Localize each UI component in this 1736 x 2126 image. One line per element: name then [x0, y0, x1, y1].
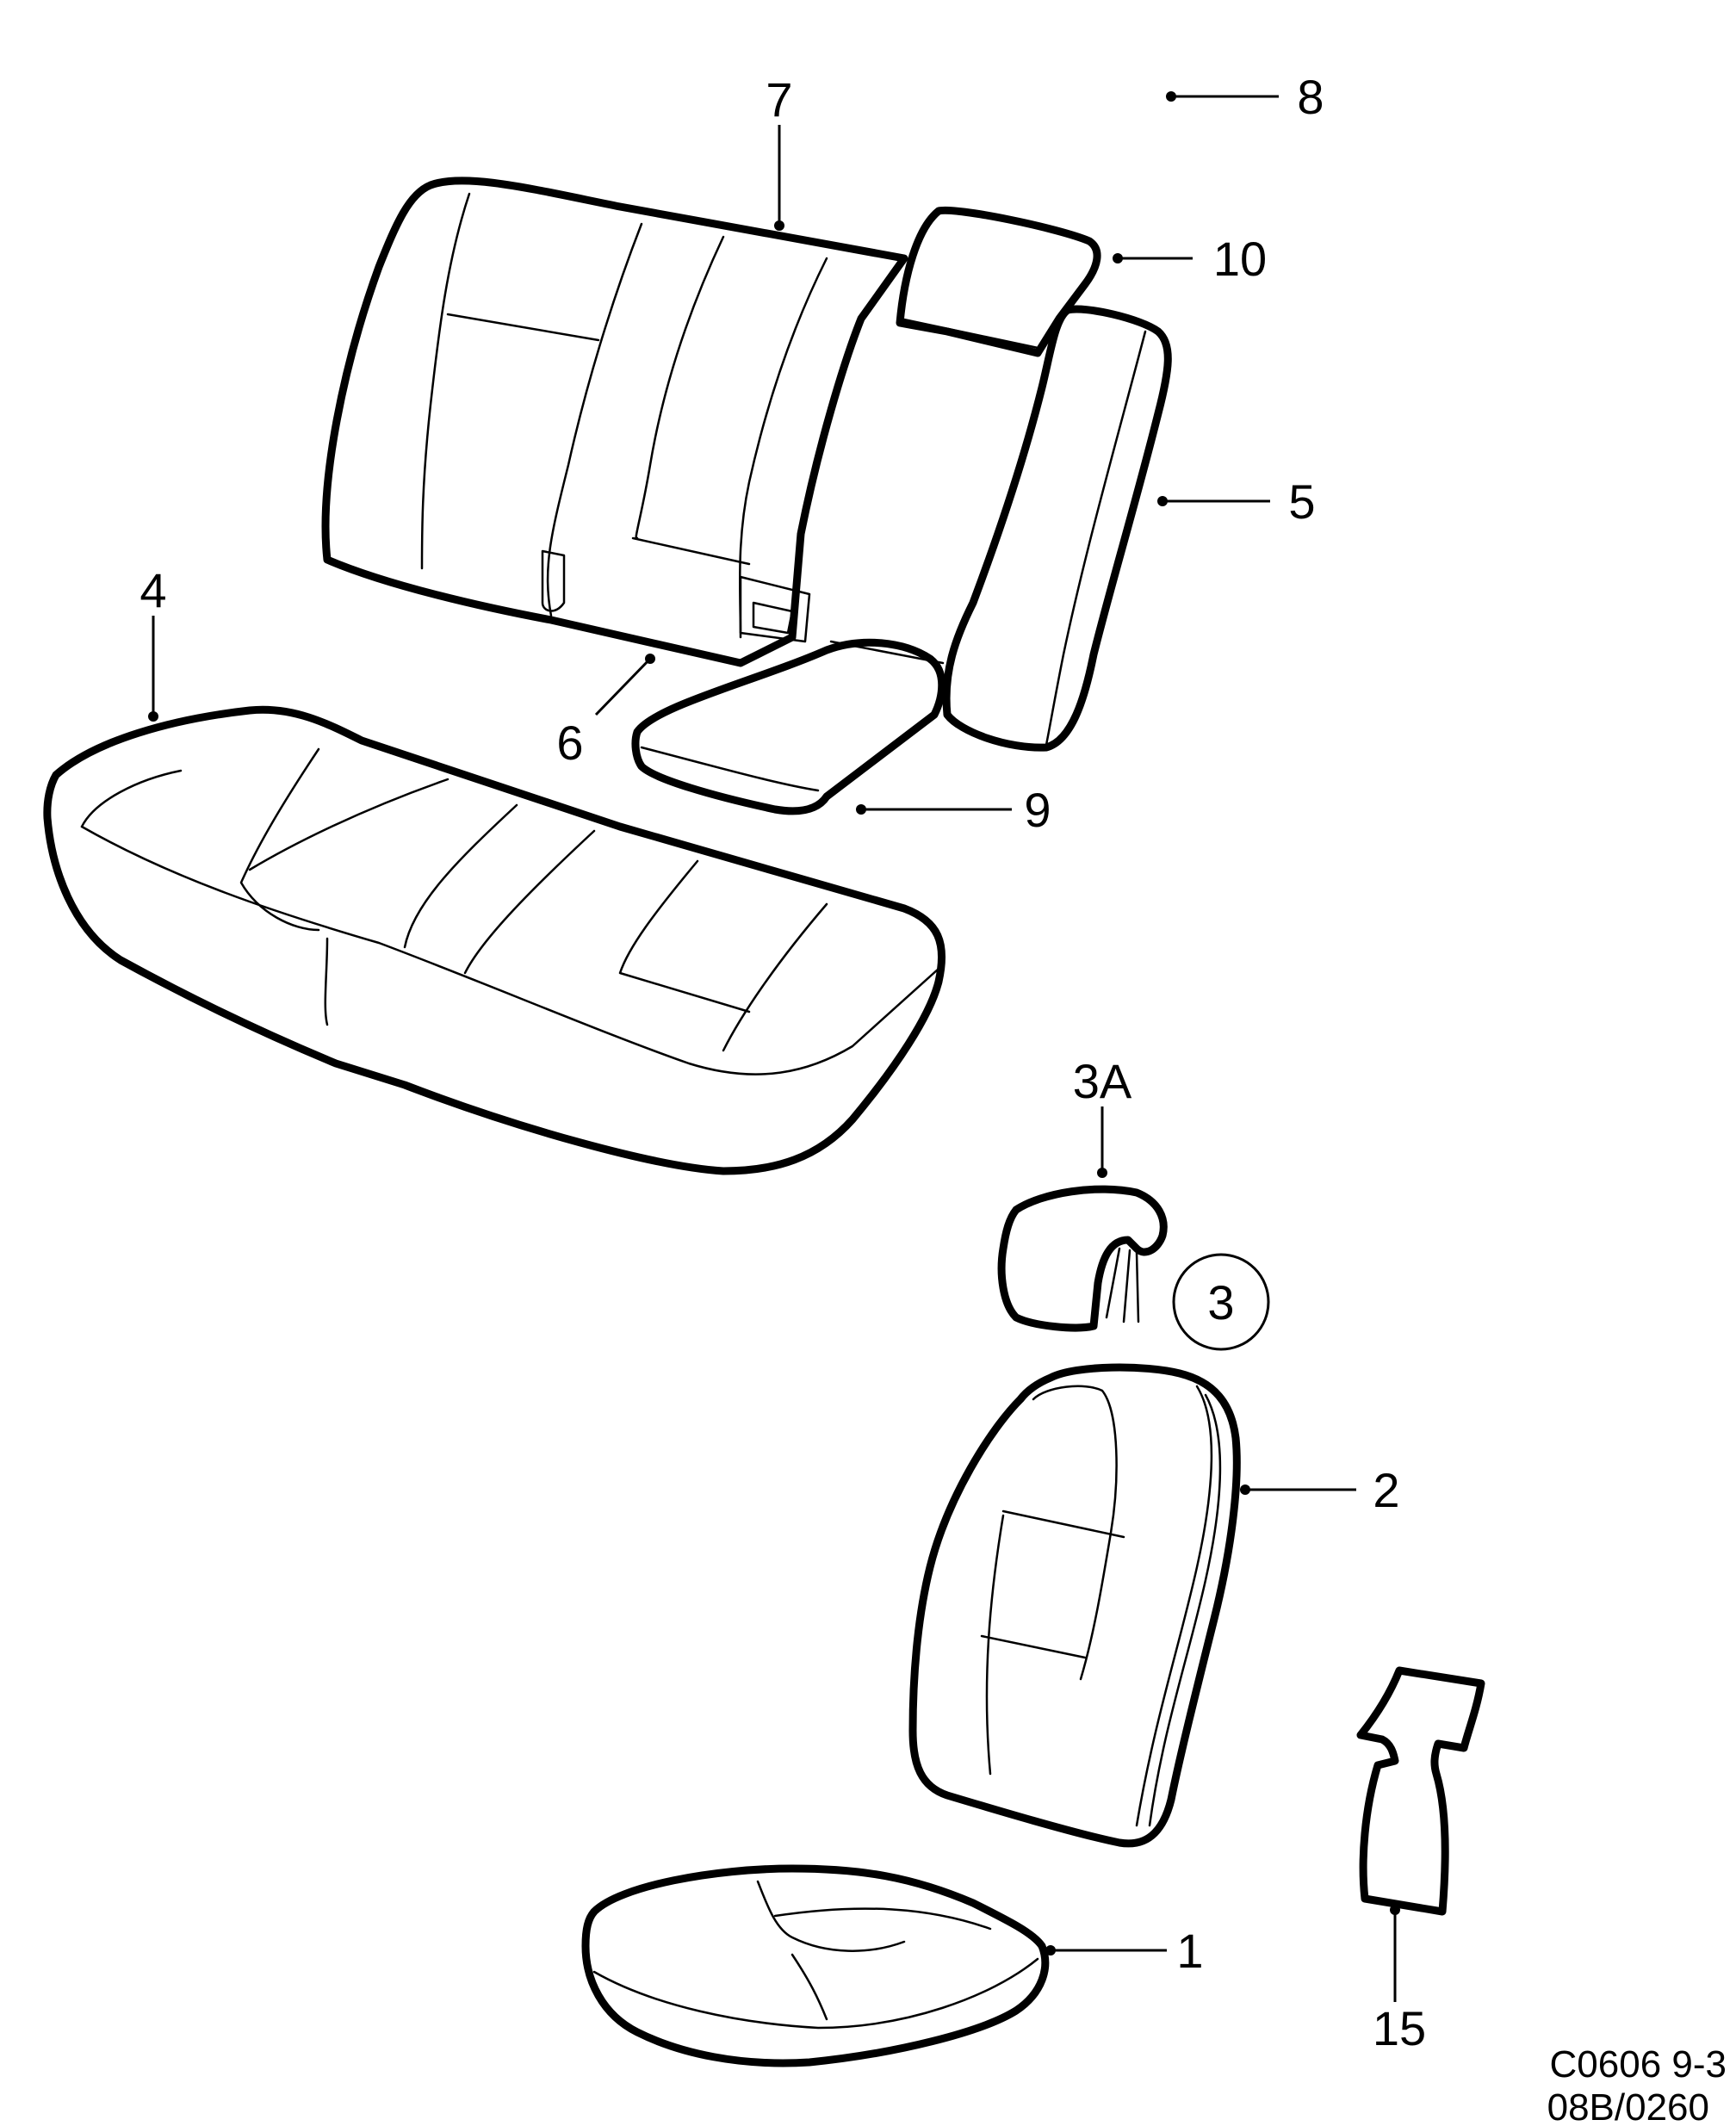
- front-backrest: [908, 1363, 1241, 1848]
- callout-2: 2: [1373, 1463, 1399, 1517]
- front-seat-cushion: [581, 1864, 1050, 2067]
- callout-4: 4: [140, 563, 166, 617]
- center-headrest: [896, 206, 1101, 357]
- callout-3: 3: [1207, 1275, 1234, 1330]
- armrest: [631, 638, 946, 815]
- rear-seat-cushion: [43, 705, 946, 1175]
- callout-10: 10: [1213, 232, 1267, 286]
- callout-9: 9: [1024, 783, 1051, 837]
- seat-pad: [1356, 1666, 1485, 1916]
- rear-backrest: [321, 177, 908, 667]
- side-bolster: [942, 305, 1172, 752]
- callout-7: 7: [766, 72, 792, 127]
- callout-1: 1: [1176, 1924, 1203, 1978]
- leader-lines: [148, 91, 1400, 2002]
- front-headrest: [997, 1185, 1168, 1332]
- callout-6: 6: [556, 716, 583, 770]
- callout-3-circle: [1172, 1253, 1270, 1351]
- callout-15: 15: [1373, 2001, 1426, 2055]
- reference-code-line-2: 08B/0260: [1547, 2086, 1709, 2126]
- callout-8: 8: [1297, 70, 1324, 124]
- reference-code-line-1: C0606 9-3: [1550, 2043, 1727, 2086]
- callout-3a: 3A: [1073, 1054, 1132, 1108]
- callout-5: 5: [1288, 474, 1315, 529]
